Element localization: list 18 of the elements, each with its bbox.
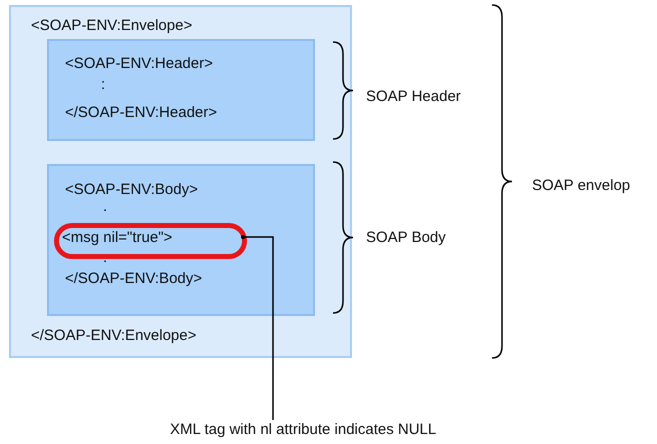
xml-tag-text: </SOAP-ENV:Body>	[65, 270, 202, 288]
xml-tag-text: <SOAP-ENV:Envelope>	[31, 17, 192, 35]
callout-text: XML tag with nl attribute indicates NULL	[170, 421, 436, 439]
header-box	[47, 39, 315, 141]
leader-line	[241, 235, 274, 420]
xml-tag-text: <msg nil="true">	[62, 229, 172, 247]
envelope-box	[9, 5, 352, 358]
xml-tag-text: </SOAP-ENV:Header>	[65, 104, 218, 122]
xml-tag-text: </SOAP-ENV:Envelope>	[31, 327, 196, 345]
section-label: SOAP Body	[366, 229, 446, 247]
xml-tag-text: <SOAP-ENV:Body>	[65, 181, 198, 199]
section-label: SOAP Header	[366, 88, 461, 106]
xml-tag-text: <SOAP-ENV:Header>	[65, 55, 213, 73]
highlight-outline	[54, 223, 247, 259]
ellipsis-mark: .	[103, 198, 108, 216]
body-box	[47, 164, 315, 316]
section-label: SOAP envelop	[532, 177, 630, 195]
ellipsis-mark: :	[101, 76, 106, 94]
